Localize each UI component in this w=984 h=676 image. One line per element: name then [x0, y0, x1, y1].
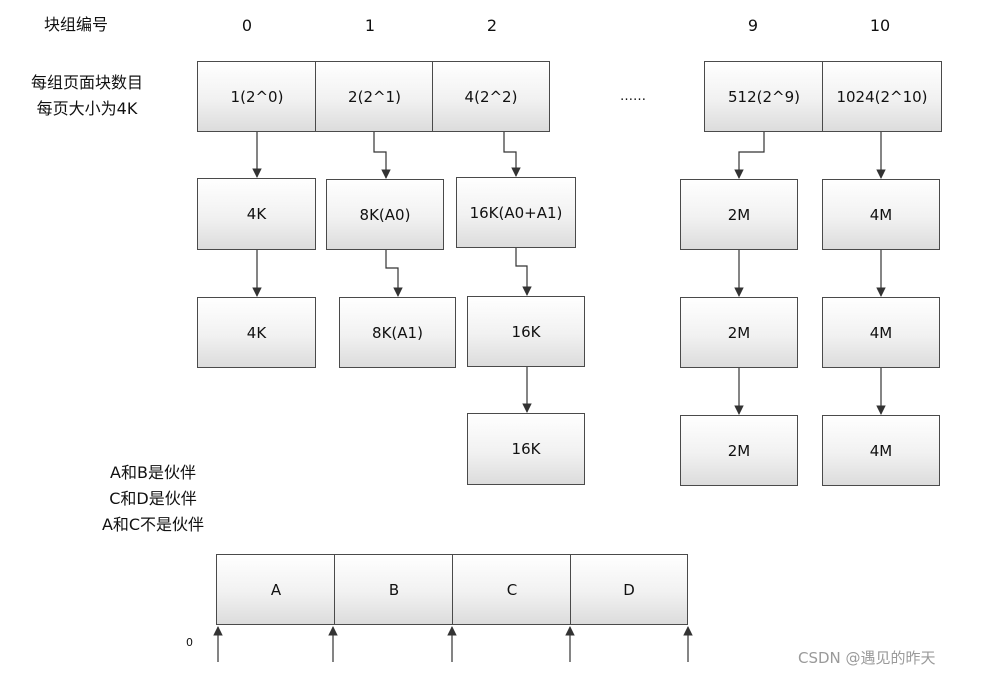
arrow-c2-1 — [503, 132, 521, 177]
note-line-3: A和C不是伙伴 — [101, 515, 205, 534]
note-line-2: C和D是伙伴 — [109, 489, 197, 508]
block-c9-1: 2M — [680, 179, 798, 250]
origin-label: 0 — [186, 636, 193, 649]
group-number-9: 9 — [747, 16, 759, 35]
group-box-0: 1(2^0) — [197, 61, 316, 132]
ellipsis: …… — [620, 89, 646, 104]
block-group-label: 块组编号 — [44, 15, 109, 34]
block-c10-3: 4M — [822, 415, 940, 486]
memory-block-d: D — [570, 554, 688, 625]
block-c10-2: 4M — [822, 297, 940, 368]
watermark: CSDN @遇见的昨天 — [798, 649, 936, 667]
arrow-c1-1 — [373, 132, 391, 179]
memory-block-a: A — [216, 554, 335, 625]
arrow-c9-1 — [734, 132, 765, 179]
block-c0-2: 4K — [197, 297, 316, 368]
note-line-1: A和B是伙伴 — [110, 463, 196, 482]
block-c1-1: 8K(A0) — [326, 179, 444, 250]
group-number-10: 10 — [869, 16, 891, 35]
group-number-1: 1 — [364, 16, 376, 35]
pages-per-group-label: 每组页面块数目 — [30, 73, 144, 92]
block-c2-3: 16K — [467, 413, 585, 485]
group-box-2: 4(2^2) — [432, 61, 550, 132]
group-box-9: 512(2^9) — [704, 61, 823, 132]
memory-block-b: B — [334, 554, 453, 625]
memory-block-c: C — [452, 554, 571, 625]
group-number-2: 2 — [486, 16, 498, 35]
block-c10-1: 4M — [822, 179, 940, 250]
block-c9-2: 2M — [680, 297, 798, 368]
block-c2-1: 16K(A0+A1) — [456, 177, 576, 248]
block-c0-1: 4K — [197, 178, 316, 250]
page-size-label: 每页大小为4K — [36, 99, 138, 118]
group-box-10: 1024(2^10) — [822, 61, 942, 132]
block-c1-2: 8K(A1) — [339, 297, 456, 368]
group-number-0: 0 — [241, 16, 253, 35]
arrow-c1-2 — [385, 250, 403, 297]
arrow-c2-2 — [515, 248, 532, 296]
block-c9-3: 2M — [680, 415, 798, 486]
block-c2-2: 16K — [467, 296, 585, 367]
group-box-1: 2(2^1) — [315, 61, 433, 132]
